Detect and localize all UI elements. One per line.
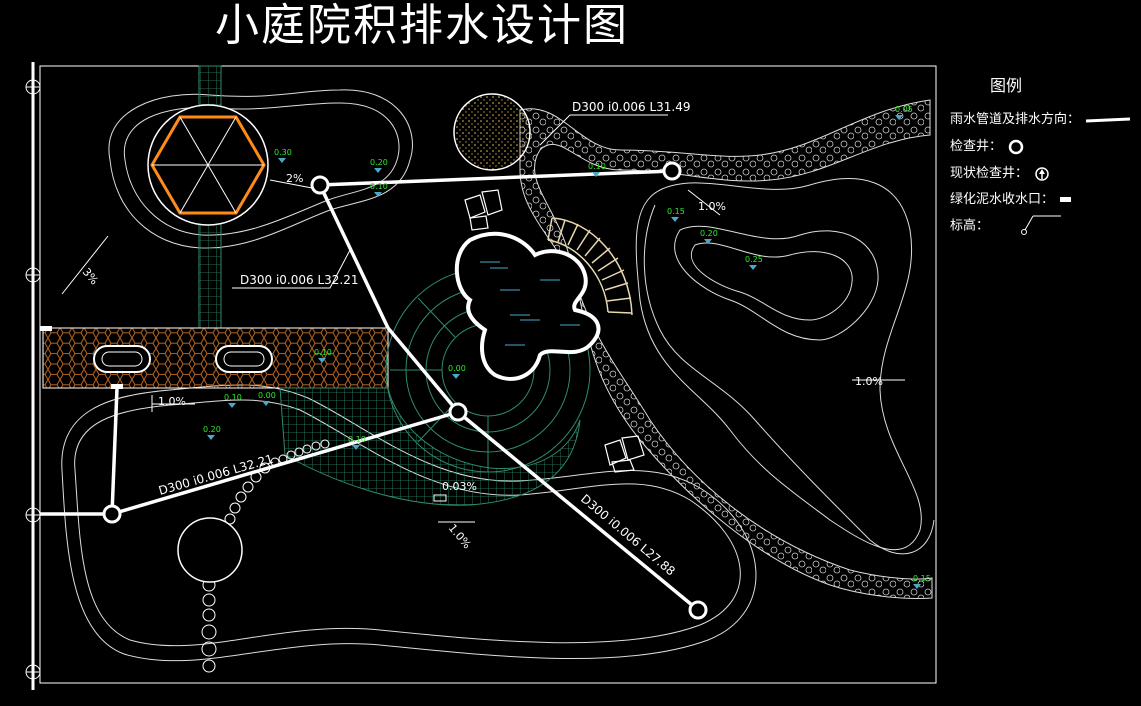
legend-item-manhole: 检查井：: [950, 135, 1026, 156]
manholes: [102, 161, 708, 620]
legend-title: 图例: [990, 76, 1023, 95]
slope-label: 1.0%: [855, 375, 883, 388]
elevation-label: 0.15: [913, 574, 931, 583]
legend-item-existing-manhole: 现状检查井：: [950, 162, 1052, 183]
pipe-label-leaders: [232, 114, 668, 289]
legend-label: 标高：: [950, 218, 990, 234]
elevation-label: 0.20: [700, 229, 718, 238]
elevation-label: 0.15: [667, 207, 685, 216]
page-title: 小庭院积排水设计图: [215, 0, 629, 51]
water-ripples: [480, 261, 580, 346]
pipe-label: D300 i0.006 L32.21: [240, 273, 359, 287]
elevation-label: 0.20: [203, 425, 221, 434]
rock-group-top: [464, 189, 503, 231]
slope-label: 1.0%: [158, 395, 186, 408]
pipe-label: D300 i0.006 L32.21: [157, 452, 275, 498]
sand-pit: [453, 93, 531, 171]
elevation-label: 0.10: [224, 393, 242, 402]
elevation-markers: [207, 115, 921, 589]
pipe-label: D300 i0.006 L27.88: [578, 492, 678, 579]
site-boundary: [39, 65, 937, 684]
legend-label: 绿化泥水收水口：: [950, 192, 1055, 207]
timber-deck: [547, 217, 633, 316]
pipe-label: D300 i0.006 L31.49: [572, 100, 691, 114]
rock-group-bottom: [604, 435, 645, 473]
slope-label: 3%: [80, 266, 101, 288]
elevation-label: 0.00: [258, 391, 276, 400]
elevation-label: 0.05: [895, 105, 913, 114]
slope-arrows: [61, 179, 905, 523]
slope-label: 2%: [286, 172, 303, 185]
elevation-label: 0.25: [745, 255, 763, 264]
legend-item-elevation: 标高：: [950, 214, 1063, 238]
elevation-label: 0.20: [370, 158, 388, 167]
slope-label: 1.0%: [446, 522, 474, 552]
grid-plaza: [279, 387, 581, 506]
elevation-labels: 0.30 0.20 0.10 0.10 0.05 0.15 0.20 0.25 …: [203, 105, 931, 583]
slope-label: 1.0%: [698, 200, 726, 213]
elevation-label: 0.10: [314, 348, 332, 357]
pavilion-ribs: [152, 116, 264, 214]
pond: [454, 231, 601, 381]
inlet-icon: [1060, 196, 1072, 202]
elevation-label: 0.10: [370, 182, 388, 191]
legend-item-inlet: 绿化泥水收水口：: [950, 188, 1074, 207]
elevation-label: 0.30: [274, 148, 292, 157]
axis-markers: [25, 79, 41, 680]
elevation-icon: [1021, 215, 1062, 235]
elevation-label: 0.00: [448, 364, 466, 373]
slope-label: 0.03%: [442, 480, 477, 493]
legend-item-pipe: 雨水管道及排水方向：: [950, 108, 1132, 127]
manhole-icon: [1008, 139, 1024, 154]
legend-label: 检查井：: [950, 139, 1003, 154]
elevation-label: 0.10: [348, 435, 366, 444]
drain-inlets: [40, 326, 447, 502]
pipe-arrow-icon: [1086, 117, 1131, 122]
existing-manhole-icon: [1035, 166, 1049, 181]
elevation-label: 0.10: [588, 162, 606, 171]
legend-label: 雨水管道及排水方向：: [950, 112, 1081, 127]
storm-pipes: [40, 169, 700, 612]
legend-label: 现状检查井：: [950, 166, 1029, 181]
garden-circle: [177, 517, 243, 583]
circular-plaza: [385, 267, 591, 473]
